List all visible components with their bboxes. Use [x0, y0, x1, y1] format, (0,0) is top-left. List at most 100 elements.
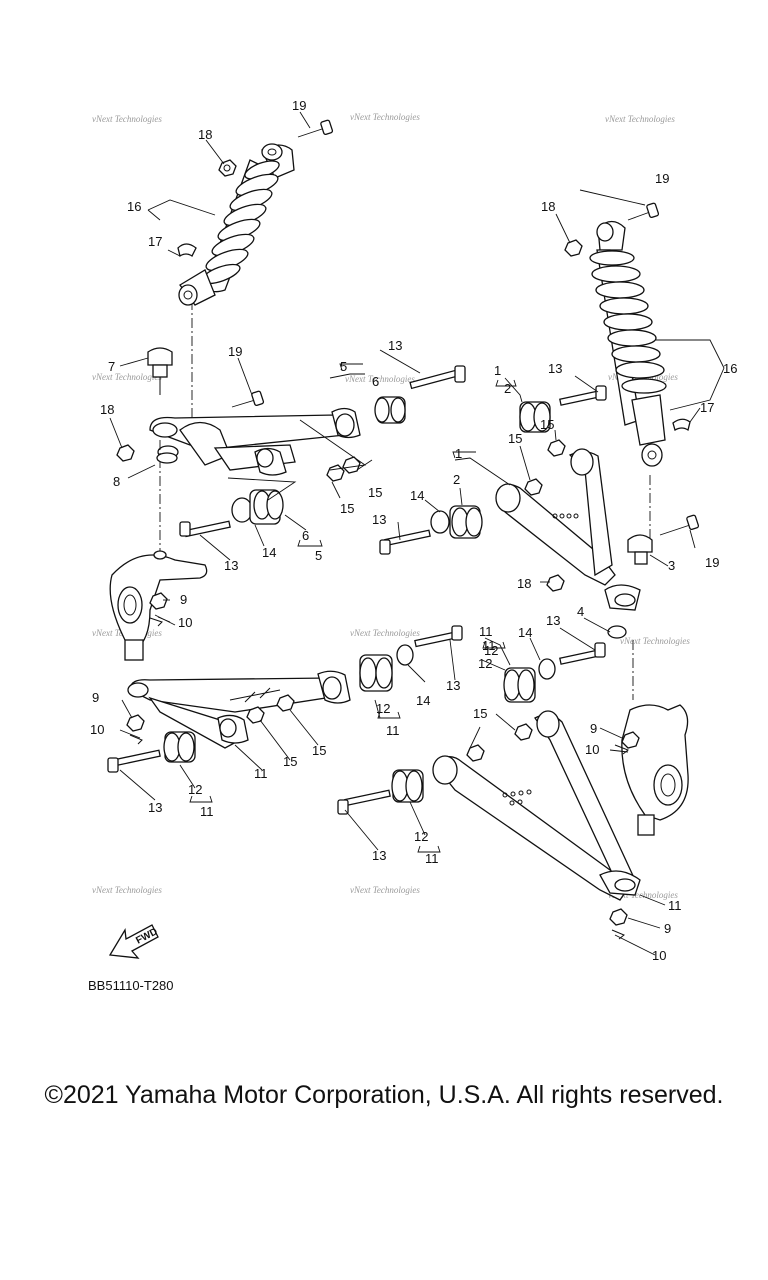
bushing-kit-right-upper [379, 385, 607, 555]
callout: 2 [453, 472, 460, 487]
bushing-kit-upper-rear [179, 489, 284, 538]
watermark: vNext Technologies [92, 372, 162, 382]
bolt-19 [627, 202, 660, 221]
nut-18 [116, 444, 135, 462]
callout: 15 [283, 754, 297, 769]
nut-18 [546, 574, 565, 592]
callout: 13 [446, 678, 460, 693]
callout: 11 [482, 638, 496, 653]
callout: 11 [200, 804, 214, 819]
callout: 14 [410, 488, 424, 503]
callout: 12 [376, 701, 390, 716]
callout: 5 [340, 359, 347, 374]
nut-15 [326, 456, 361, 482]
callout: 11 [479, 624, 493, 639]
watermark: vNext Technologies [350, 628, 420, 638]
callout: 18 [100, 402, 114, 417]
watermark: vNext Technologies [350, 112, 420, 122]
kit-brackets [189, 363, 517, 853]
callout: 18 [541, 199, 555, 214]
bolt-19 [297, 119, 334, 138]
callout: 19 [292, 98, 306, 113]
callout: 1 [455, 446, 462, 461]
right-lower-arm [432, 710, 641, 901]
callout: 10 [585, 742, 599, 757]
callout: 3 [668, 558, 675, 573]
leader-lines [109, 111, 725, 956]
bolt-19 [659, 514, 700, 536]
callout: 15 [540, 417, 554, 432]
callout: 18 [198, 127, 212, 142]
bushing-kit-upper-front [374, 365, 466, 424]
callout: 14 [518, 625, 532, 640]
callout: 9 [664, 921, 671, 936]
watermark: vNext Technologies [608, 890, 678, 900]
callout: 6 [372, 374, 379, 389]
callout: 10 [652, 948, 666, 963]
callout: 12 [414, 829, 428, 844]
bushing-kit-right-lower [337, 642, 606, 815]
left-upper-arm [147, 347, 361, 560]
callout: 19 [655, 171, 669, 186]
callout: 13 [546, 613, 560, 628]
watermark: vNext Technologies [92, 885, 162, 895]
nut-18 [564, 239, 583, 257]
callout: 5 [315, 548, 322, 563]
watermark: vNext Technologies [350, 885, 420, 895]
nut-15 [466, 723, 533, 762]
callout: 10 [178, 615, 192, 630]
callout: 17 [700, 400, 714, 415]
callout: 15 [473, 706, 487, 721]
callout: 10 [90, 722, 104, 737]
callout: 7 [108, 359, 115, 374]
callout: 13 [548, 361, 562, 376]
right-upper-arm [495, 448, 653, 611]
callout: 9 [92, 690, 99, 705]
callout: 16 [127, 199, 141, 214]
callout: 16 [723, 361, 737, 376]
nut-18 [218, 159, 237, 177]
callout: 17 [148, 234, 162, 249]
callout: 12 [484, 643, 498, 658]
callout: 9 [590, 721, 597, 736]
callout: 15 [340, 501, 354, 516]
callout: 11 [668, 898, 682, 913]
circlip-4 [607, 625, 627, 639]
callout-labels: 19 18 16 17 7 19 5 6 13 18 8 15 15 13 14… [90, 98, 737, 963]
callout: 1 [494, 363, 501, 378]
right-knuckle [621, 640, 689, 836]
callout: 14 [262, 545, 276, 560]
watermark: vNext Technologies [345, 374, 415, 384]
bolt-19 [231, 390, 265, 408]
callout: 15 [312, 743, 326, 758]
right-shock-absorber [589, 220, 691, 540]
callout: 11 [254, 766, 268, 781]
left-lower-arm [127, 670, 351, 749]
callout: 13 [388, 338, 402, 353]
callout: 15 [368, 485, 382, 500]
callout: 14 [416, 693, 430, 708]
callout: 12 [478, 656, 492, 671]
callout: 2 [504, 381, 511, 396]
watermark: vNext Technologies [605, 114, 675, 124]
callout: 13 [372, 848, 386, 863]
callout: 13 [224, 558, 238, 573]
watermark: vNext Technologies [92, 114, 162, 124]
callout: 18 [517, 576, 531, 591]
nut-9 [609, 908, 628, 926]
left-shock-absorber [177, 143, 295, 420]
copyright-notice: ©2021 Yamaha Motor Corporation, U.S.A. A… [45, 1081, 724, 1109]
callout: 4 [577, 604, 584, 619]
nut-15 [524, 439, 566, 496]
callout: 11 [425, 851, 439, 866]
callout: 13 [148, 800, 162, 815]
callout: 19 [228, 344, 242, 359]
callout: 6 [302, 528, 309, 543]
nut-9 [126, 714, 145, 732]
callout: 11 [386, 723, 400, 738]
left-knuckle [109, 550, 208, 661]
cotter-pins [129, 617, 629, 940]
callout: 12 [188, 782, 202, 797]
washer-8 [156, 452, 178, 464]
